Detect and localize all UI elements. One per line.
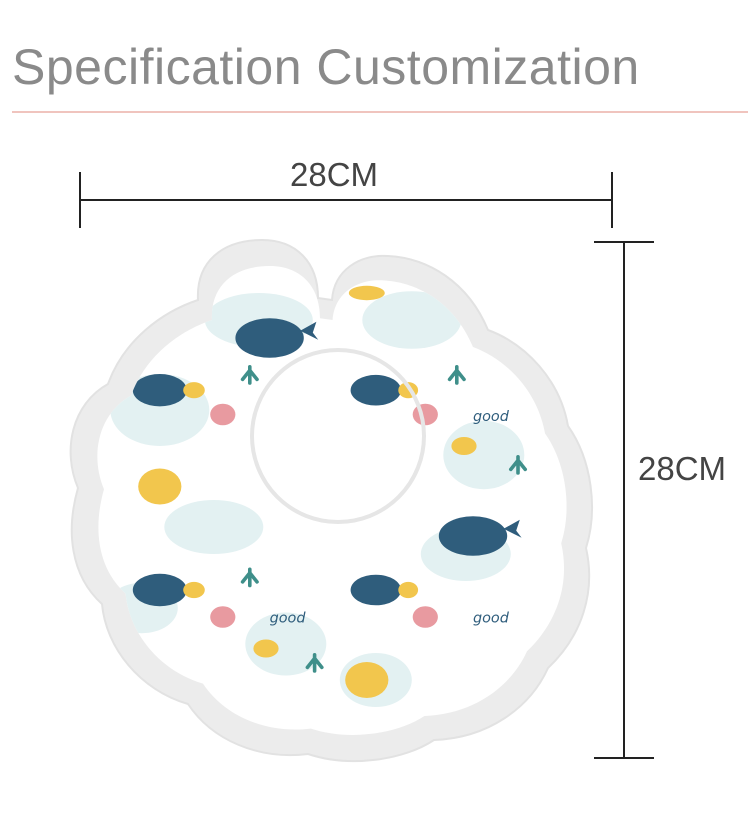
height-dimension-line xyxy=(594,241,654,759)
shell-icon xyxy=(210,403,438,628)
fish-icon xyxy=(138,285,477,698)
neck-opening xyxy=(250,348,426,524)
print-text: good xyxy=(473,610,510,626)
seaweed-icon xyxy=(240,364,528,673)
bib-print-area: good good good xyxy=(97,265,567,735)
width-dimension-line xyxy=(79,172,613,228)
bib: good good good xyxy=(69,238,593,763)
turtle-icon xyxy=(132,373,419,607)
width-dimension-label: 28CM xyxy=(290,156,379,193)
page-title: Specification Customization xyxy=(12,39,640,95)
print-text: good xyxy=(270,610,307,626)
print-text: good xyxy=(473,409,510,425)
whale-icon xyxy=(235,318,522,556)
height-dimension-label: 28CM xyxy=(638,450,727,487)
title-divider xyxy=(12,111,748,113)
